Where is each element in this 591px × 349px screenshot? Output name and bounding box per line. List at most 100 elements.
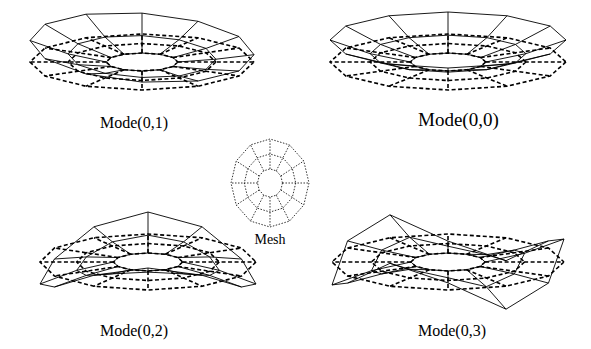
mesh-lines bbox=[282, 183, 309, 184]
undeformed-mesh bbox=[178, 248, 242, 258]
mesh-lines bbox=[231, 183, 258, 184]
undeformed-mesh bbox=[467, 38, 507, 54]
deformed-mesh bbox=[467, 16, 507, 54]
undeformed-mesh bbox=[165, 238, 202, 254]
undeformed-mesh bbox=[348, 248, 416, 258]
deformed-mesh bbox=[165, 270, 202, 275]
deformed-mesh bbox=[348, 241, 416, 258]
undeformed-mesh bbox=[447, 271, 449, 290]
mode-label: Mode(0,3) bbox=[418, 322, 486, 340]
deformed-mesh bbox=[467, 270, 506, 309]
undeformed-mesh bbox=[346, 66, 415, 76]
mesh-figure bbox=[231, 139, 309, 227]
deformed-mesh bbox=[40, 262, 113, 284]
undeformed-mesh bbox=[486, 61, 566, 63]
undeformed-mesh bbox=[165, 270, 202, 286]
deformed-mesh bbox=[448, 271, 449, 283]
deformed-mesh bbox=[178, 55, 254, 62]
undeformed-mesh bbox=[332, 234, 564, 290]
undeformed-mesh bbox=[467, 70, 507, 86]
deformed-mesh bbox=[165, 227, 202, 254]
mode-label: Mode(0,0) bbox=[418, 110, 499, 131]
deformed-mesh bbox=[148, 212, 149, 253]
undeformed-mesh bbox=[160, 70, 198, 86]
mesh-lines bbox=[276, 145, 289, 171]
undeformed-mesh bbox=[447, 71, 449, 90]
deformed-mesh bbox=[94, 270, 131, 275]
deformed-mesh bbox=[348, 266, 416, 283]
undeformed-mesh bbox=[173, 48, 239, 58]
mesh-lines bbox=[276, 195, 289, 221]
mesh-lines bbox=[258, 169, 283, 197]
undeformed-mesh bbox=[481, 66, 550, 76]
deformed-mesh bbox=[30, 13, 254, 82]
undeformed-mesh bbox=[54, 248, 118, 258]
deformed-mesh bbox=[86, 70, 124, 74]
deformed-mesh bbox=[448, 12, 449, 53]
deformed-mesh bbox=[160, 70, 198, 81]
deformed-mesh bbox=[173, 66, 239, 70]
mesh-lines bbox=[236, 190, 259, 205]
mesh-lines bbox=[251, 145, 264, 171]
deformed-mesh bbox=[54, 257, 118, 259]
deformed-mesh bbox=[480, 266, 548, 283]
deformed-mesh bbox=[480, 241, 548, 258]
undeformed-mesh bbox=[94, 238, 131, 254]
deformed-mesh bbox=[30, 41, 106, 62]
undeformed-mesh bbox=[389, 70, 429, 86]
deformed-mesh bbox=[467, 64, 507, 70]
mesh-label: Mesh bbox=[254, 232, 285, 247]
deformed-mesh bbox=[54, 266, 118, 287]
mesh-lines bbox=[236, 161, 259, 176]
deformed-mesh bbox=[173, 36, 239, 57]
deformed-mesh bbox=[411, 253, 485, 271]
mesh-lines bbox=[281, 190, 304, 205]
deformed-mesh bbox=[346, 26, 415, 58]
mesh-lines bbox=[231, 139, 309, 227]
mode-label: Mode(0,1) bbox=[100, 114, 168, 132]
deformed-mesh bbox=[330, 12, 566, 68]
undeformed-mesh bbox=[40, 261, 113, 263]
deformed-mesh bbox=[40, 212, 256, 287]
mesh-lines bbox=[270, 139, 271, 169]
deformed-mesh bbox=[332, 262, 411, 285]
undeformed-mesh bbox=[173, 66, 239, 76]
undeformed-mesh bbox=[86, 70, 124, 86]
mesh-lines bbox=[270, 197, 271, 227]
deformed-mesh bbox=[389, 64, 429, 70]
undeformed-mesh bbox=[106, 53, 178, 71]
mesh-lines bbox=[251, 195, 264, 221]
undeformed-mesh bbox=[332, 261, 411, 263]
deformed-mesh bbox=[178, 257, 242, 259]
deformed-mesh bbox=[448, 241, 449, 253]
mesh-lines bbox=[281, 161, 304, 176]
deformed-mesh bbox=[106, 53, 178, 71]
undeformed-mesh bbox=[480, 266, 548, 276]
mode-shape bbox=[332, 215, 564, 309]
deformed-mesh bbox=[86, 14, 124, 54]
undeformed-mesh bbox=[147, 271, 149, 290]
undeformed-mesh bbox=[94, 270, 131, 286]
deformed-mesh bbox=[178, 266, 242, 287]
deformed-mesh bbox=[142, 71, 143, 82]
undeformed-mesh bbox=[447, 234, 449, 253]
mode-label: Mode(0,2) bbox=[100, 322, 168, 340]
deformed-mesh bbox=[142, 13, 143, 53]
undeformed-mesh bbox=[485, 261, 564, 263]
deformed-mesh bbox=[467, 254, 506, 260]
deformed-mesh bbox=[481, 54, 550, 66]
undeformed-mesh bbox=[330, 61, 410, 63]
deformed-mesh bbox=[448, 68, 449, 72]
deformed-mesh bbox=[94, 227, 131, 254]
deformed-mesh bbox=[160, 21, 198, 54]
deformed-mesh bbox=[485, 239, 564, 262]
mode-shape bbox=[30, 13, 254, 90]
mode-shape bbox=[330, 12, 566, 90]
deformed-mesh bbox=[183, 262, 256, 284]
deformed-mesh bbox=[390, 263, 429, 269]
undeformed-mesh bbox=[141, 71, 143, 90]
deformed-mesh bbox=[45, 59, 111, 67]
deformed-mesh bbox=[390, 215, 429, 254]
